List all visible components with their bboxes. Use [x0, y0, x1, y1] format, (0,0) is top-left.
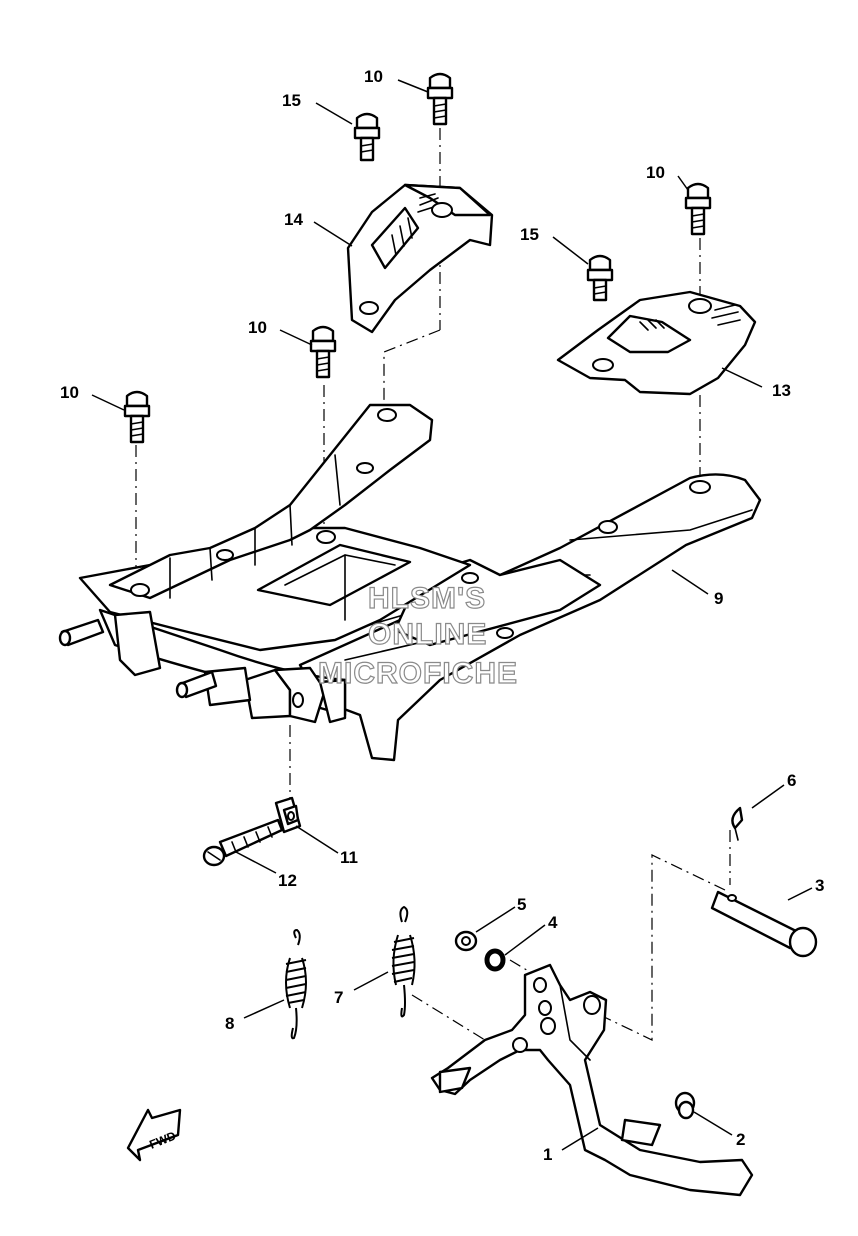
bracket-part-13: [556, 290, 757, 396]
bolt-part-15-a: [353, 112, 381, 162]
spring-part-8: [285, 928, 307, 1040]
callout-4: 4: [548, 913, 558, 932]
callout-9: 9: [714, 589, 723, 608]
main-stand-part-1: [430, 963, 754, 1197]
screw-part-12: [202, 818, 284, 867]
clip-nut-part-11: [274, 796, 302, 834]
callout-11: 11: [340, 848, 358, 867]
callout-15: 15: [282, 91, 301, 110]
bolt-part-10-a: [426, 72, 454, 126]
callout-13: 13: [772, 381, 791, 400]
watermark-line-3: MICROFICHE: [318, 657, 518, 690]
bolt-part-10-d: [684, 182, 712, 236]
watermark-line-2: ONLINE: [368, 618, 487, 651]
callout-2: 2: [736, 1130, 745, 1149]
washer-part-5: [454, 930, 478, 952]
bracket-part-14: [346, 183, 494, 334]
bolt-part-15-b: [586, 254, 614, 302]
callout-10: 10: [364, 67, 383, 86]
callout-14: 14: [284, 210, 303, 229]
callout-6: 6: [787, 771, 796, 790]
leader-lines: [91, 79, 813, 1151]
bumper-part-2: [674, 1091, 696, 1120]
watermark: HLSM'S ONLINE MICROFICHE: [317, 581, 518, 690]
callout-labels: 10 15 14 10 15 10 10 13 9 6 3 11 12 5 4 …: [60, 67, 824, 1164]
bolt-part-10-c: [123, 390, 151, 444]
bolt-part-10-b: [309, 325, 337, 379]
callout-12: 12: [278, 871, 297, 890]
callout-7: 7: [334, 988, 343, 1007]
callout-10: 10: [60, 383, 79, 402]
spring-part-7: [391, 905, 416, 1018]
cotter-pin-part-6: [731, 806, 744, 841]
callout-8: 8: [225, 1014, 234, 1033]
callout-15: 15: [520, 225, 539, 244]
watermark-line-1: HLSM'S: [368, 582, 486, 615]
frame-part-9: [58, 403, 762, 762]
pin-part-3: [710, 890, 818, 958]
callout-1: 1: [543, 1145, 552, 1164]
callout-10: 10: [646, 163, 665, 182]
callout-10: 10: [248, 318, 267, 337]
fwd-arrow-icon: FWD: [126, 1108, 182, 1162]
callout-3: 3: [815, 876, 824, 895]
o-ring-part-4: [484, 948, 506, 972]
callout-5: 5: [517, 895, 526, 914]
